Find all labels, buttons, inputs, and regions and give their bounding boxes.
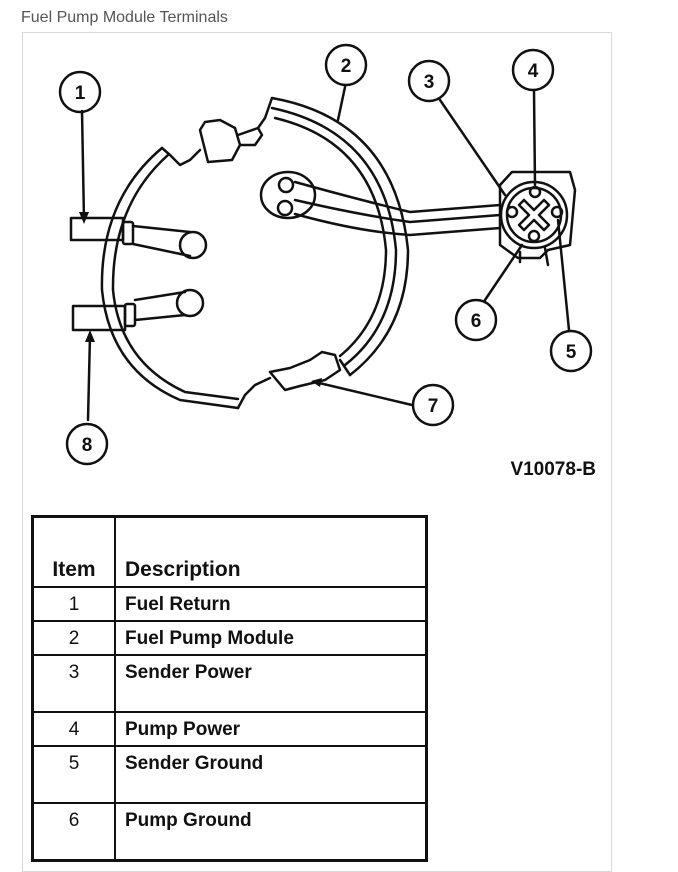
legend-header-row: Item Description bbox=[31, 515, 428, 588]
arrow-7 bbox=[311, 378, 322, 387]
leader-4 bbox=[532, 89, 537, 187]
flange-connector-top bbox=[198, 118, 242, 164]
flange-break-top bbox=[160, 146, 202, 167]
legend-table: Item Description 1 Fuel Return 2 Fuel Pu… bbox=[31, 515, 428, 862]
fuel-supply-band bbox=[123, 302, 137, 328]
wiring-grommet-hole-2 bbox=[276, 199, 294, 217]
flange-connector-bottom bbox=[268, 350, 342, 392]
legend-row-description: Fuel Return bbox=[114, 586, 428, 622]
connector-key bbox=[517, 198, 551, 232]
callout-5-label: 5 bbox=[566, 342, 577, 363]
legend-row-item: 2 bbox=[31, 620, 116, 656]
fuel-return-band bbox=[121, 220, 135, 246]
terminal-pump-ground bbox=[527, 229, 541, 243]
connector-latch bbox=[518, 246, 550, 267]
callout-1-circle bbox=[58, 70, 102, 114]
callout-7-circle bbox=[411, 383, 455, 427]
callout-8-label: 8 bbox=[82, 435, 93, 456]
table-row: 5 Sender Ground bbox=[31, 745, 428, 804]
flange-arc-left-inner bbox=[111, 153, 240, 401]
legend-row-item: 1 bbox=[31, 586, 116, 622]
flange-connector-top-detail bbox=[236, 126, 264, 147]
legend-row-description: Fuel Pump Module bbox=[114, 620, 428, 656]
callout-8-circle bbox=[65, 422, 109, 466]
wire-harness-mid bbox=[293, 198, 502, 224]
callout-4-label: 4 bbox=[528, 61, 539, 82]
flange-arc-right-outer bbox=[270, 96, 410, 377]
connector-housing bbox=[498, 170, 577, 260]
legend-row-item: 4 bbox=[31, 711, 116, 747]
table-row: 6 Pump Ground bbox=[31, 802, 428, 861]
legend-row-description: Pump Ground bbox=[114, 802, 428, 861]
legend-row-item: 6 bbox=[31, 802, 116, 861]
leader-8 bbox=[86, 333, 92, 422]
callout-4-circle bbox=[511, 48, 555, 92]
leader-5 bbox=[556, 218, 571, 332]
callout-1-label: 1 bbox=[75, 83, 86, 104]
fuel-supply-tube bbox=[133, 290, 187, 322]
callout-2-circle bbox=[324, 43, 368, 87]
fuel-pump-module-diagram: 1 2 3 4 5 6 7 8 V10078-B bbox=[58, 43, 596, 480]
leader-3 bbox=[438, 98, 507, 197]
leader-2 bbox=[336, 85, 347, 122]
terminal-sender-ground bbox=[550, 205, 564, 219]
callout-6-circle bbox=[454, 298, 498, 342]
wiring-grommet bbox=[259, 170, 317, 220]
leader-1 bbox=[80, 109, 86, 222]
page-title: Fuel Pump Module Terminals bbox=[21, 9, 228, 26]
leader-7 bbox=[313, 380, 414, 407]
terminal-sender-power bbox=[505, 205, 519, 219]
leader-6 bbox=[483, 243, 524, 302]
callout-5-circle bbox=[549, 329, 593, 373]
connector-face bbox=[499, 180, 569, 250]
fuel-return-fitting bbox=[69, 216, 125, 242]
table-row: 1 Fuel Return bbox=[31, 586, 428, 622]
table-row: 3 Sender Power bbox=[31, 654, 428, 713]
wire-harness-lower bbox=[293, 212, 502, 237]
arrow-1 bbox=[79, 212, 89, 224]
arrow-8 bbox=[85, 330, 95, 342]
legend-header-item: Item bbox=[31, 515, 116, 588]
callout-6-label: 6 bbox=[471, 311, 482, 332]
flange-break-top-right bbox=[256, 96, 274, 130]
legend-row-description: Pump Power bbox=[114, 711, 428, 747]
wire-harness-upper bbox=[293, 180, 502, 214]
legend-row-description: Sender Ground bbox=[114, 745, 428, 804]
callout-3-circle bbox=[407, 59, 451, 103]
fuel-supply-tube-end bbox=[175, 288, 205, 318]
callout-3-label: 3 bbox=[424, 72, 435, 93]
wiring-grommet-hole-1 bbox=[277, 176, 295, 194]
fuel-return-tube bbox=[131, 224, 192, 258]
terminal-pump-power bbox=[528, 185, 542, 199]
table-row: 2 Fuel Pump Module bbox=[31, 620, 428, 656]
callout-2-label: 2 bbox=[341, 56, 352, 77]
flange-arc-right-inner bbox=[270, 106, 398, 367]
legend-header-description: Description bbox=[114, 515, 428, 588]
flange-arc-right-inner2 bbox=[273, 116, 388, 358]
fuel-return-tube-end bbox=[178, 230, 208, 260]
flange-connector-bottom-detail bbox=[338, 358, 352, 377]
legend-row-description: Sender Power bbox=[114, 654, 428, 713]
flange-break-bottom bbox=[236, 376, 272, 410]
table-row: 4 Pump Power bbox=[31, 711, 428, 747]
flange-arc-left-outer bbox=[100, 146, 240, 410]
legend-row-item: 5 bbox=[31, 745, 116, 804]
legend-row-item: 3 bbox=[31, 654, 116, 713]
callout-7-label: 7 bbox=[428, 396, 439, 417]
figure-code: V10078-B bbox=[510, 459, 596, 480]
